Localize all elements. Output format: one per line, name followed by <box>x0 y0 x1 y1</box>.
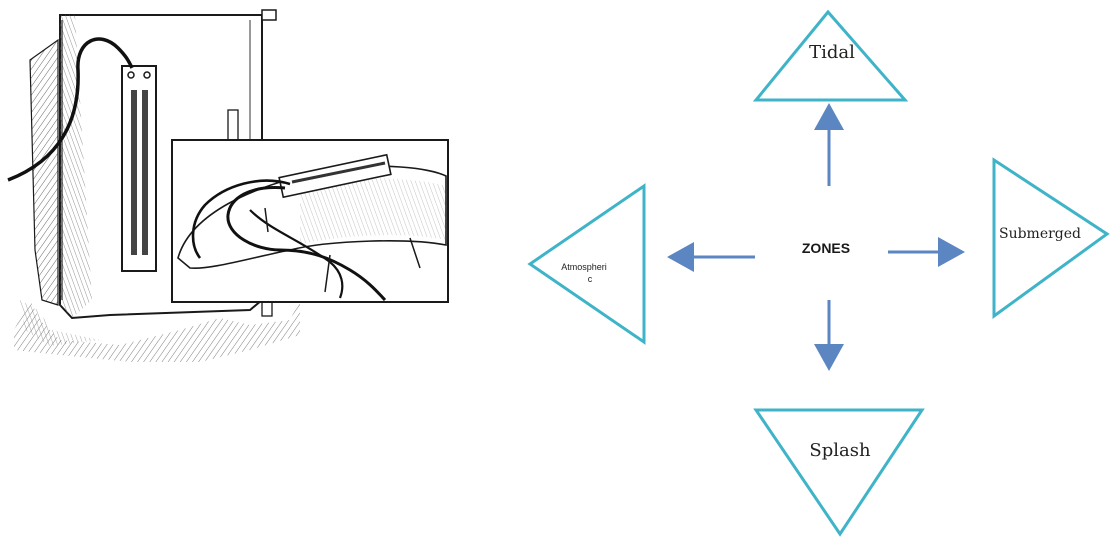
zone-triangle-left <box>527 183 646 345</box>
inset-leg-1 <box>324 254 331 293</box>
probe-bar <box>121 65 157 272</box>
probe-cable <box>7 37 134 182</box>
zone-triangle-right <box>992 157 1110 319</box>
inset-pipe-shading <box>300 178 446 244</box>
ground-hatching-lower <box>20 300 100 346</box>
ground-hatching <box>14 300 300 362</box>
zone-label-splash: Splash <box>809 440 871 461</box>
inset-leg-2 <box>409 237 421 269</box>
zone-triangle-bottom <box>753 408 925 537</box>
inset-probe-slot <box>291 161 386 184</box>
inset-leg-3 <box>264 207 269 233</box>
zone-label-atmospheric-line2: c <box>588 274 593 284</box>
zone-triangle-top <box>752 9 909 102</box>
probe-slot-2 <box>142 90 148 255</box>
probe-screw-1 <box>127 71 135 79</box>
inset-cable-2 <box>191 179 291 259</box>
pipe-probe-illustration <box>7 9 449 362</box>
center-label-zones: ZONES <box>802 240 850 256</box>
probe-slot <box>131 90 137 255</box>
zone-label-atmospheric-line1: Atmospheri <box>561 262 607 272</box>
flange-tab-top <box>261 9 277 21</box>
pipe-shading-2 <box>29 38 59 306</box>
zone-label-tidal: Tidal <box>809 42 855 63</box>
zones-diagram: Tidal Submerged Splash Atmospheri c ZONE… <box>527 9 1110 537</box>
inset-cable-3 <box>249 209 344 299</box>
probe-screw-2 <box>143 71 151 79</box>
inset-cable-1 <box>226 186 387 302</box>
zone-label-submerged: Submerged <box>999 226 1081 242</box>
pipe-shading <box>60 15 92 318</box>
